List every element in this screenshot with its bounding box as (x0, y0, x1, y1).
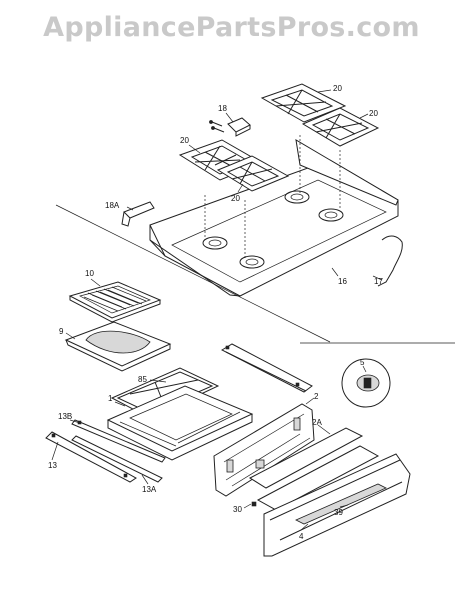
label-part-20-right: 20 (369, 109, 378, 118)
rack-support (110, 367, 220, 419)
broiler-pan-insert (68, 281, 162, 323)
label-part-16: 16 (338, 277, 347, 286)
burner-grate-right (260, 83, 347, 123)
cooktop-top (149, 135, 399, 297)
label-part-4: 4 (299, 532, 304, 541)
label-part-2: 2 (314, 392, 319, 401)
label-part-20-top: 20 (333, 84, 342, 93)
side-panel (213, 403, 315, 497)
spark-module (209, 117, 251, 137)
label-part-2a: 2A (312, 418, 322, 427)
label-part-17: 17 (374, 277, 383, 286)
label-part-39: 39 (334, 508, 343, 517)
divider-line-upper (55, 204, 331, 343)
drawer-slide-13a (71, 435, 163, 483)
label-part-5: 5 (360, 358, 365, 367)
control-knob (341, 358, 391, 408)
label-part-30: 30 (233, 505, 242, 514)
burner-grate-left-rear (216, 155, 290, 192)
label-part-10: 10 (85, 269, 94, 278)
broiler-pan (64, 321, 172, 372)
wire-harness (377, 235, 403, 287)
label-part-13: 13 (48, 461, 57, 470)
drawer-front (248, 427, 411, 557)
burner-grate-right-rear (301, 107, 380, 147)
top-rail (220, 343, 313, 393)
label-part-9: 9 (59, 327, 64, 336)
leader-lines (51, 89, 383, 531)
bracket-18a (121, 201, 155, 227)
watermark: AppliancePartsPros.com (43, 12, 420, 43)
drawer-body (106, 385, 254, 461)
label-part-18: 18 (218, 104, 227, 113)
drawer-slide-13 (45, 431, 137, 483)
label-part-13b: 13B (58, 412, 72, 421)
label-part-18a: 18A (105, 201, 120, 210)
label-part-85: 85 (138, 375, 147, 384)
label-part-20-bottom: 20 (231, 194, 240, 203)
label-part-1: 1 (108, 394, 113, 403)
label-part-20-left: 20 (180, 136, 189, 145)
label-part-13a: 13A (142, 485, 157, 494)
